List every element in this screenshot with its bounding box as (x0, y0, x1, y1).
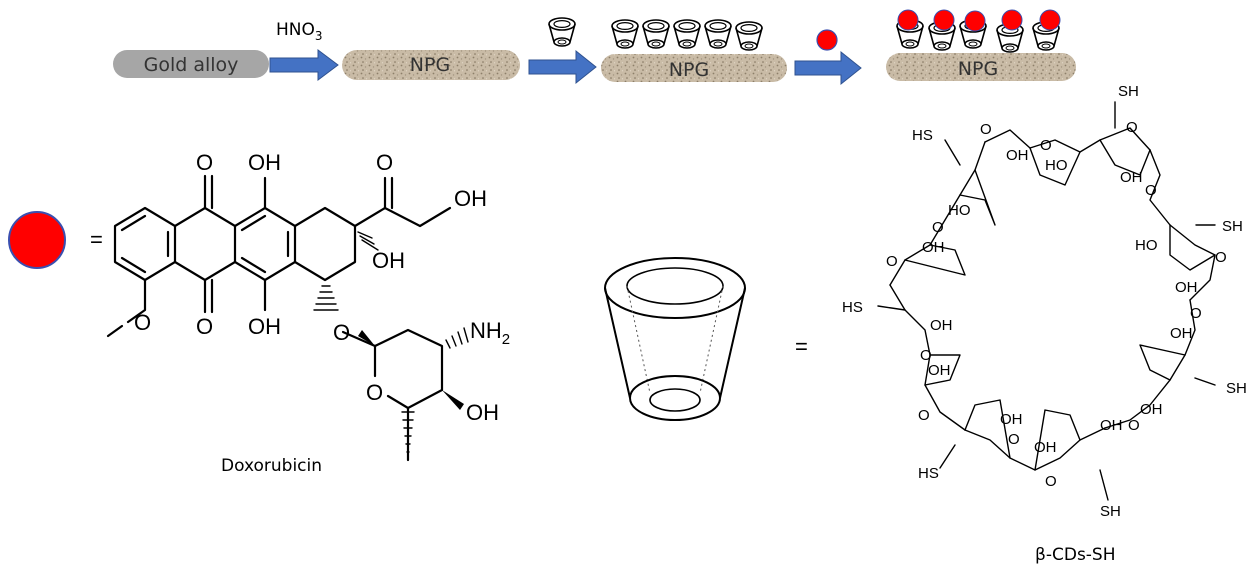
npg-pill-drug-loaded: NPG (886, 9, 1076, 81)
atom-sh: SH (1100, 503, 1121, 520)
atom-o: O (1008, 431, 1020, 448)
gold-alloy-label: Gold alloy (144, 54, 239, 76)
npg-label-2: NPG (669, 59, 709, 81)
atom-nh2: NH2 (470, 318, 510, 348)
arrow-right-icon (269, 49, 339, 81)
reagent-label: HNO3 (276, 20, 323, 43)
atom-o: O (333, 320, 350, 345)
doxorubicin-dot-icon (933, 9, 955, 31)
atom-o: O (980, 121, 992, 138)
atom-oh: OH (248, 314, 281, 339)
atom-oh: OH (1175, 279, 1198, 296)
atom-oh: OH (1000, 411, 1023, 428)
atom-o: O (918, 407, 930, 424)
atom-ho: HO (1045, 157, 1068, 174)
atom-sh: SH (1226, 380, 1247, 397)
atom-o: O (1045, 473, 1057, 490)
atom-o: O (1190, 305, 1202, 322)
atom-hs: HS (842, 299, 863, 316)
cyclodextrin-caption: β-CDs-SH (1035, 545, 1116, 565)
arrow-right-icon (528, 49, 597, 85)
cyclodextrin-cup-icon (673, 19, 701, 49)
cyclodextrin-cup-icon (642, 19, 670, 49)
doxorubicin-legend-dot-icon (8, 211, 66, 269)
atom-ho: HO (948, 202, 971, 219)
doxorubicin-structure: O O OH OH O OH OH O O O NH2 OH (106, 150, 510, 462)
cyclodextrin-cup-icon (735, 21, 763, 51)
npg-label-1: NPG (410, 54, 450, 76)
atom-hs: HS (918, 465, 939, 482)
doxorubicin-dot-icon (964, 10, 986, 32)
atom-sh: SH (1222, 218, 1243, 235)
doxorubicin-equals: = (90, 227, 103, 252)
atom-o: O (886, 253, 898, 270)
gold-alloy-pill: Gold alloy (113, 50, 269, 78)
reagent-subscript: 3 (315, 29, 323, 43)
atom-sh: SH (1118, 83, 1139, 100)
atom-o: O (920, 347, 932, 364)
atom-oh: OH (1034, 439, 1057, 456)
npg-pill-cd-loaded: NPG (601, 19, 787, 82)
process-row: Gold alloy HNO3 NPG NPG (113, 9, 1076, 86)
atom-o: O (932, 219, 944, 236)
atom-o: O (376, 150, 393, 175)
doxorubicin-dot-icon (1001, 9, 1023, 31)
atom-o: O (196, 150, 213, 175)
atom-nh: NH (470, 318, 502, 343)
atom-hs: HS (912, 127, 933, 144)
atom-o: O (1145, 182, 1157, 199)
doxorubicin-dot-icon (816, 29, 838, 51)
atom-oh: OH (372, 248, 405, 273)
cyclodextrin-cup-icon (704, 19, 732, 49)
atom-oh: OH (1100, 417, 1123, 434)
cyclodextrin-cup-icon (548, 17, 576, 47)
arrow-right-icon (794, 50, 862, 86)
atom-oh: OH (466, 400, 499, 425)
npg-pill-bare: NPG (342, 50, 520, 80)
atom-oh: OH (930, 317, 953, 334)
cyclodextrin-cup-large-icon (604, 257, 746, 421)
cyclodextrin-cup-icon (611, 19, 639, 49)
atom-o: O (366, 380, 383, 405)
atom-o: O (1215, 249, 1227, 266)
atom-o: O (1128, 417, 1140, 434)
atom-o: O (196, 314, 213, 339)
doxorubicin-dot-icon (897, 9, 919, 31)
atom-oh: OH (928, 362, 951, 379)
atom-nh2-subscript: 2 (502, 331, 510, 348)
atom-o: O (1126, 119, 1138, 136)
atom-oh: OH (1006, 147, 1029, 164)
atom-oh: OH (1140, 401, 1163, 418)
reagent-formula: HNO (276, 20, 315, 40)
atom-oh: OH (922, 239, 945, 256)
atom-oh: OH (454, 186, 487, 211)
doxorubicin-caption: Doxorubicin (221, 456, 322, 476)
npg-label-3: NPG (958, 58, 998, 80)
atom-o: O (134, 310, 151, 335)
atom-o: O (1040, 137, 1052, 154)
cyclodextrin-equals: = (795, 334, 808, 359)
cyclodextrin-structure: SH HS SH HS SH HS SH OH HO OH HO HO OH O… (842, 83, 1247, 520)
atom-oh: OH (1170, 325, 1193, 342)
atom-oh: OH (1120, 169, 1143, 186)
atom-ho: HO (1135, 237, 1158, 254)
doxorubicin-dot-icon (1039, 9, 1061, 31)
atom-oh: OH (248, 150, 281, 175)
